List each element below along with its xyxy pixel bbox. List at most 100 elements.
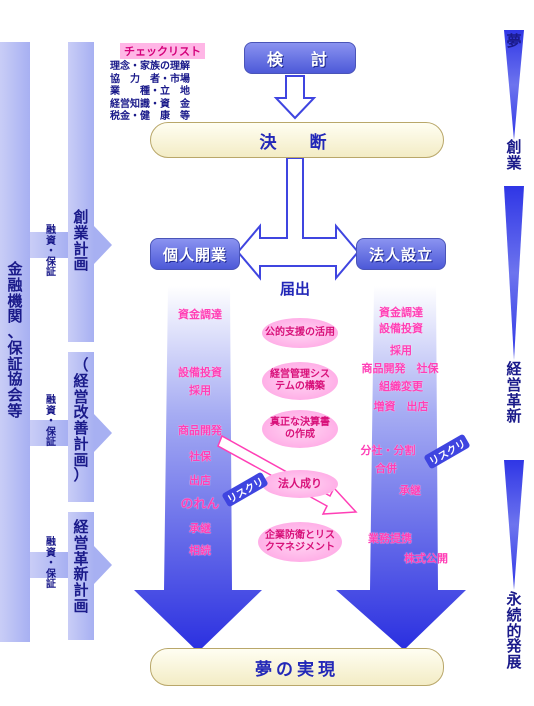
finance-label-char: 資: [46, 235, 56, 247]
plan-label-char: 革: [73, 549, 89, 568]
left-column-char: 関: [7, 307, 23, 326]
ketsudan-box: 決 断: [150, 122, 444, 158]
finance-label-char: 証: [46, 267, 56, 278]
finance-label-char: 融: [46, 225, 56, 236]
financing-arrow-1: [30, 226, 112, 264]
plan-label-char: 営: [73, 533, 89, 552]
right-column-char: 的: [506, 621, 522, 640]
finance-label-char: 保: [46, 426, 56, 438]
hojin-item-bunsha: 分社・分割: [360, 444, 416, 457]
right-label-yume: 夢: [502, 32, 526, 50]
kojin-item-setsubi: 設備投資: [178, 366, 222, 379]
plan-label-char: 画: [73, 450, 89, 469]
ketsudan-label: 決 断: [259, 132, 335, 153]
hojin-item-zoshi: 増資 出店: [373, 400, 429, 413]
plan-label-char: 経: [73, 518, 89, 536]
hojin-item-soshiki: 組織変更: [379, 380, 423, 393]
plan-label-char: 創: [73, 208, 89, 226]
right-timeline-arrow-2: [504, 186, 524, 360]
plan-label-char: 営: [73, 387, 89, 406]
bubble-hojinnari: 法人成り: [262, 470, 338, 498]
hojin-item-shohin: 商品開発 社保: [361, 362, 439, 375]
plan-label-sogyo: 創業計画: [68, 208, 94, 274]
checklist: チェックリスト 理念・家族の理解協 力 者・市場業 種・立 地経営知識・資 金税…: [110, 40, 230, 124]
bubble-kessansho: 真正な決算書の作成: [262, 410, 338, 448]
plan-label-char: 改: [73, 403, 89, 422]
left-column-char: 融: [7, 275, 23, 294]
finance-label-char: 証: [46, 579, 56, 590]
right-label-eizoku: 永続的発展: [502, 590, 526, 671]
checklist-line: 経営知識・資 金: [110, 98, 190, 110]
finance-label-char: ・: [46, 558, 56, 569]
left-column-char: 証: [7, 354, 23, 373]
yume-jitsugen-label: 夢の実現: [255, 659, 339, 680]
finance-label-char: 保: [46, 568, 56, 580]
hojin-item-shokei: 承継: [399, 484, 421, 497]
finance-label-char: 資: [46, 405, 56, 417]
right-column-char: 永: [506, 590, 522, 608]
left-column-char: 協: [7, 370, 23, 389]
plan-label-char: 計: [73, 581, 89, 599]
hojin-item-setsubi: 設備投資: [379, 322, 423, 335]
plan-column-kakushin: [68, 512, 94, 640]
finance-label-char: 資: [46, 547, 56, 559]
checklist-title: チェックリスト: [120, 43, 205, 59]
right-column-char: 夢: [506, 32, 522, 50]
plan-column-sogyo: [68, 42, 94, 342]
plan-column-kaizen: [68, 352, 94, 502]
plan-label-char: 画: [73, 596, 89, 615]
left-column-char: 、: [7, 323, 23, 341]
finance-label-char: 融: [46, 537, 56, 548]
hojin-item-gappei: 合併: [375, 462, 397, 475]
right-column-char: 発: [506, 637, 522, 656]
todokede-label: 届出: [280, 280, 311, 298]
kojin-kaigyo-box: 個人開業: [150, 238, 240, 270]
finance-label-3: 融資・保証: [44, 537, 58, 591]
left-column-char: 会: [7, 386, 23, 404]
left-column-char: 機: [7, 291, 23, 310]
plan-label-char: 経: [73, 371, 89, 390]
hojin-item-kokai: 株式公開: [404, 552, 448, 565]
finance-label-char: ・: [46, 246, 56, 257]
hojin-flow-arrow: [336, 286, 466, 650]
right-column-char: 展: [506, 653, 522, 671]
left-column-financial-institutions: 金融機関、保証協会等: [0, 42, 30, 642]
right-column-char: 革: [506, 391, 522, 410]
kojin-item-shikin: 資金調達: [178, 308, 222, 321]
checklist-line: 税金・健 康 等: [110, 111, 190, 122]
right-column-char: 経: [506, 360, 522, 378]
plan-label-char: ）: [73, 466, 89, 485]
plan-label-kakushin: 経営革新計画: [68, 518, 94, 615]
kojin-item-sozoku: 相続: [189, 544, 211, 557]
kojin-item-shokei: 承継: [189, 522, 211, 535]
plan-label-char: 善: [73, 419, 89, 437]
kojin-item-shutten: 出店: [189, 474, 211, 487]
right-timeline-arrow-1: [504, 30, 524, 140]
checklist-line: 理念・家族の理解: [110, 61, 190, 72]
finance-label-char: 融: [46, 395, 56, 406]
kojin-item-shaho: 社保: [189, 450, 211, 463]
kojin-item-shohin: 商品開発: [178, 424, 222, 437]
hojin-item-shikin: 資金調達: [379, 306, 423, 319]
left-column-char: 等: [7, 401, 23, 420]
plan-label-char: 画: [73, 255, 89, 274]
right-column-char: 営: [506, 375, 522, 394]
left-column-char: 金: [7, 260, 23, 278]
right-timeline-arrow-3: [504, 460, 524, 590]
plan-label-kaizen: （経営改善計画）: [68, 357, 94, 485]
yume-jitsugen-box: 夢の実現: [150, 648, 444, 686]
hojin-item-teikei: 業務提携: [368, 532, 412, 545]
plan-label-char: 業: [73, 223, 89, 242]
right-column-char: 新: [506, 407, 522, 426]
financing-arrow-2: [30, 414, 112, 452]
finance-label-char: 保: [46, 256, 56, 268]
right-column-char: 続: [506, 605, 522, 624]
hojin-item-saiyo: 採用: [390, 344, 412, 357]
kojin-item-saiyo: 採用: [189, 384, 211, 397]
kento-box: 検 討: [244, 42, 356, 74]
right-label-kakushin: 経営革新: [502, 360, 526, 426]
plan-label-char: 計: [73, 239, 89, 258]
hojin-setsuritsu-box: 法人設立: [356, 238, 446, 270]
right-column-char: 創: [506, 138, 522, 156]
